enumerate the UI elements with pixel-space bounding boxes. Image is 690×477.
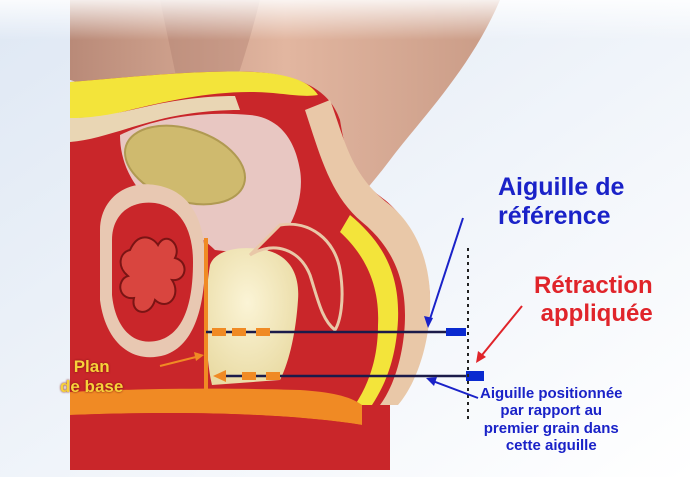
seed-marker xyxy=(242,372,256,380)
label-line: premier grain dans xyxy=(480,420,623,437)
label-line: Aiguille de xyxy=(498,173,624,202)
label-line: référence xyxy=(498,202,624,231)
label-reference-needle: Aiguille de référence xyxy=(498,173,624,231)
label-line: Aiguille positionnée xyxy=(480,385,623,402)
label-base-plane: Plan de base xyxy=(60,357,123,396)
label-line: par rapport au xyxy=(480,402,623,419)
label-line: appliquée xyxy=(534,300,653,328)
top-fade xyxy=(0,0,690,40)
label-line: cette aiguille xyxy=(480,437,623,454)
label-line: Plan xyxy=(60,357,123,377)
seed-marker xyxy=(266,372,280,380)
label-positioned-needle: Aiguille positionnée par rapport au prem… xyxy=(480,385,623,454)
label-retraction: Rétraction appliquée xyxy=(534,272,653,327)
prostate xyxy=(206,248,298,385)
label-line: Rétraction xyxy=(534,272,653,300)
reference-needle-hub xyxy=(446,328,466,336)
seed-marker xyxy=(232,328,246,336)
label-line: de base xyxy=(60,377,123,397)
seed-marker xyxy=(212,328,226,336)
lower-tissue xyxy=(70,413,362,470)
seed-marker xyxy=(256,328,270,336)
